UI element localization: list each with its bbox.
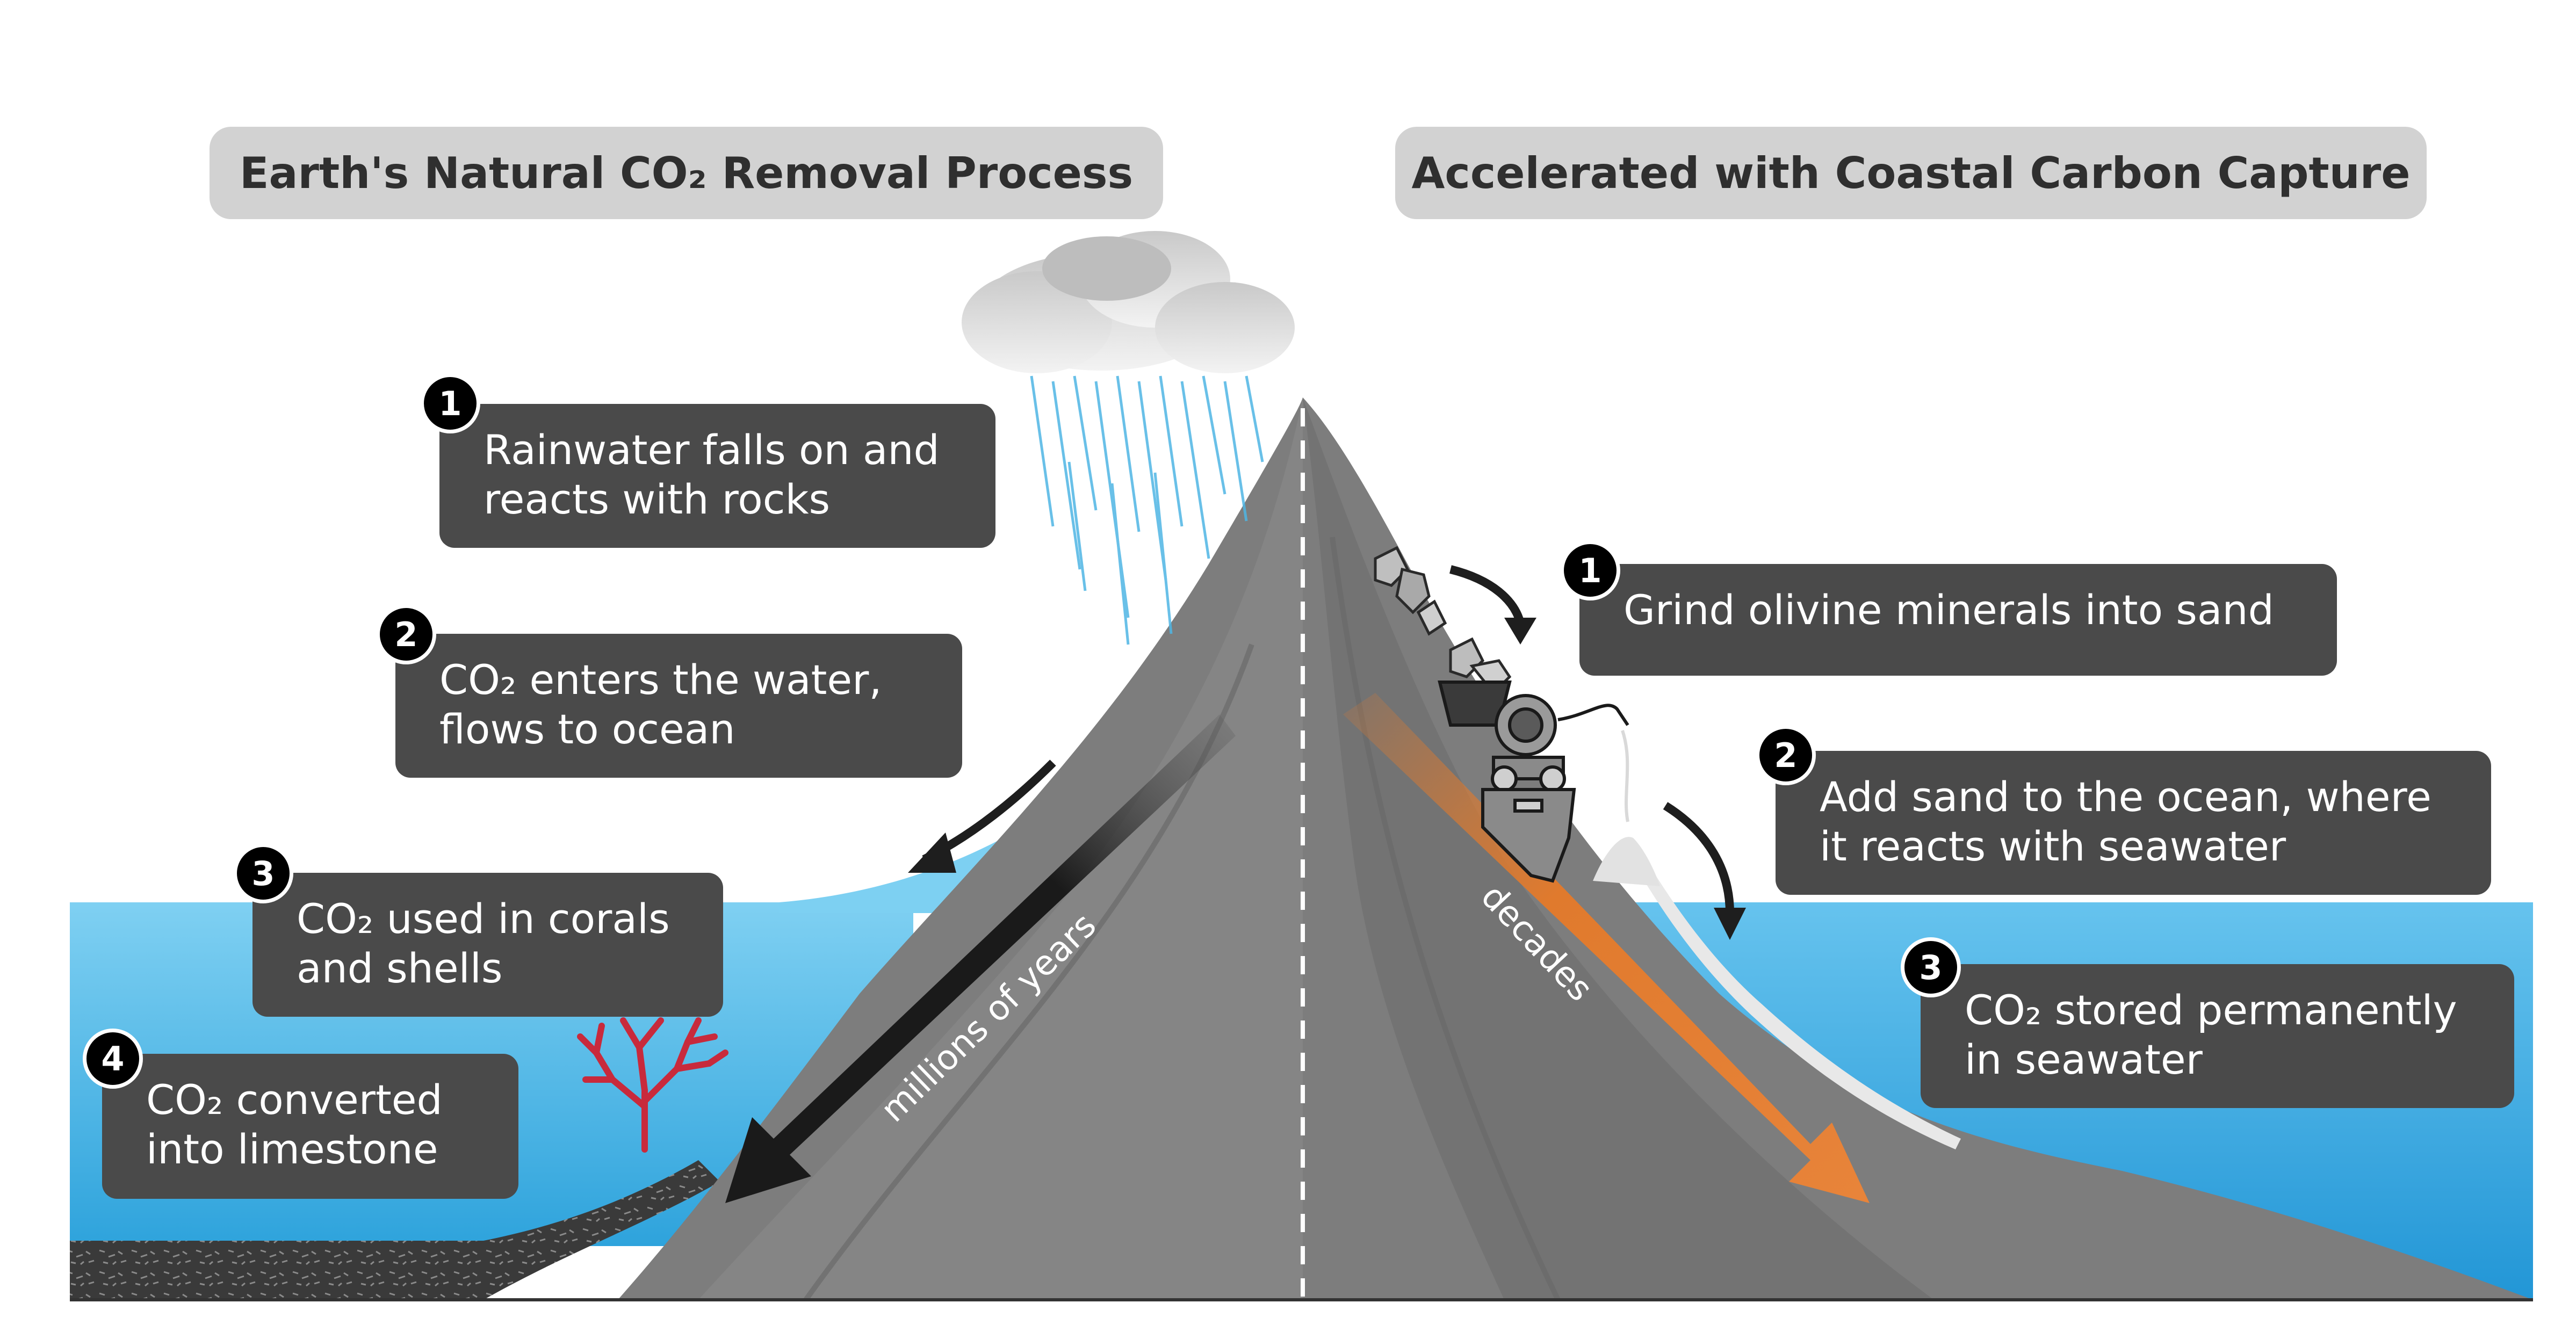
natural-step-4-line-2: into limestone: [146, 1125, 438, 1173]
natural-step-1-callout: Rainwater falls on and reacts with rocks: [439, 404, 995, 548]
coral-icon: [577, 1017, 728, 1153]
accelerated-step-1-line-1: Grind olivine minerals into sand: [1623, 586, 2274, 634]
natural-step-2-line-1: CO₂ enters the water,: [439, 656, 882, 704]
sand-pile-icon: [1593, 837, 1660, 886]
grind-arrow: [1449, 565, 1536, 645]
natural-step-3-callout: CO₂ used in corals and shells: [252, 873, 723, 1017]
add-sand-arrow: [1663, 802, 1746, 940]
accelerated-step-3-callout: CO₂ stored permanently in seawater: [1921, 964, 2514, 1108]
natural-step-2-line-2: flows to ocean: [439, 705, 735, 753]
accelerated-step-1-callout: Grind olivine minerals into sand: [1579, 564, 2337, 676]
right-section-header: Accelerated with Coastal Carbon Capture: [1395, 127, 2427, 219]
accelerated-step-2-line-1: Add sand to the ocean, where: [1820, 773, 2431, 821]
left-section-header: Earth's Natural CO₂ Removal Process: [210, 127, 1163, 219]
natural-step-1-line-2: reacts with rocks: [484, 475, 831, 523]
cloud-icon: [962, 231, 1295, 373]
natural-step-3-line-1: CO₂ used in corals: [297, 895, 670, 943]
accelerated-step-3-line-2: in seawater: [1965, 1036, 2203, 1083]
natural-step-4-line-1: CO₂ converted: [146, 1076, 443, 1124]
accelerated-step-2-line-2: it reacts with seawater: [1820, 822, 2286, 870]
olivine-rocks-icon: [1374, 546, 1512, 695]
natural-step-4-badge: 4: [83, 1029, 143, 1089]
rain-icon: [1030, 375, 1264, 645]
accelerated-step-2-badge: 2: [1756, 725, 1816, 785]
flow-to-ocean-arrow: [908, 759, 1056, 873]
mountain-shade-left: [698, 397, 1303, 1300]
natural-step-3-badge: 3: [233, 843, 293, 903]
accelerated-step-2-callout: Add sand to the ocean, where it reacts w…: [1776, 751, 2491, 895]
accelerated-step-3-line-1: CO₂ stored permanently: [1965, 986, 2457, 1034]
accelerated-step-1-badge: 1: [1560, 540, 1620, 600]
accelerated-step-3-badge: 3: [1901, 937, 1961, 997]
natural-step-2-callout: CO₂ enters the water, flows to ocean: [395, 634, 962, 778]
natural-step-4-callout: CO₂ converted into limestone: [102, 1054, 518, 1199]
natural-timescale-arrow: [725, 714, 1236, 1203]
limestone-layer: [70, 1160, 720, 1300]
natural-step-1-line-1: Rainwater falls on and: [484, 426, 940, 474]
accelerated-timescale-arrow: [1343, 693, 1870, 1203]
natural-step-2-badge: 2: [376, 604, 436, 664]
natural-step-3-line-2: and shells: [297, 944, 503, 992]
natural-step-1-badge: 1: [420, 373, 480, 433]
grinder-machine-icon: [1438, 681, 1629, 883]
